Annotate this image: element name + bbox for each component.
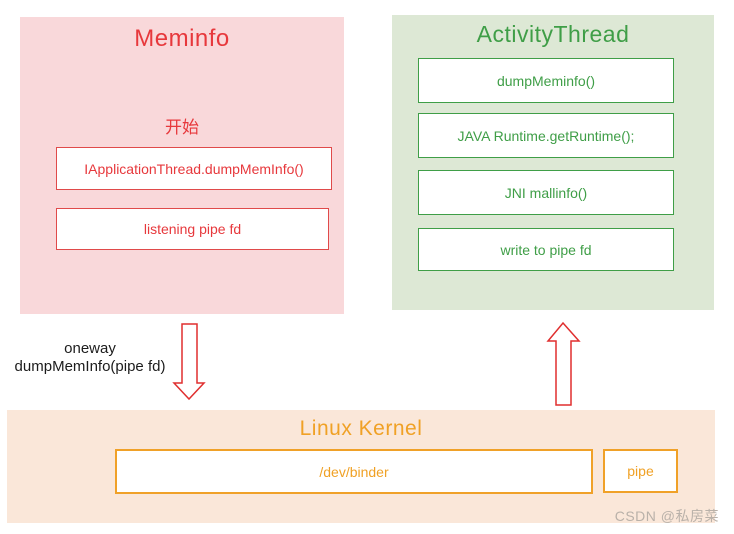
pipe-box: pipe <box>603 449 678 493</box>
activity-step-java-runtime: JAVA Runtime.getRuntime(); <box>418 113 674 158</box>
meminfo-step-listening-pipe-fd: listening pipe fd <box>56 208 329 250</box>
activity-step-jni-mallinfo: JNI mallinfo() <box>418 170 674 215</box>
meminfo-start-label: 开始 <box>165 118 199 137</box>
activity-step-write-to-pipe-fd: write to pipe fd <box>418 228 674 271</box>
meminfo-panel-title: Meminfo <box>134 25 230 52</box>
meminfo-panel: Meminfo 开始 IApplicationThread.dumpMemInf… <box>20 17 344 314</box>
csdn-watermark: CSDN @私房菜 <box>614 508 719 524</box>
dev-binder-box: /dev/binder <box>115 449 593 494</box>
activity-thread-panel-title: ActivityThread <box>476 21 630 47</box>
arrow-up-icon <box>546 321 581 406</box>
activity-thread-panel: ActivityThread dumpMeminfo() JAVA Runtim… <box>392 15 714 310</box>
oneway-label-line2: dumpMemInfo(pipe fd) <box>14 358 166 375</box>
arrow-down-icon <box>172 323 206 401</box>
oneway-label-line1: oneway <box>64 340 116 357</box>
meminfo-step-dumpmeminfo: IApplicationThread.dumpMemInfo() <box>56 147 332 190</box>
activity-step-dumpmeminfo: dumpMeminfo() <box>418 58 674 103</box>
linux-kernel-panel: Linux Kernel /dev/binder pipe <box>7 410 715 523</box>
linux-kernel-panel-title: Linux Kernel <box>299 417 423 440</box>
oneway-dumpmeminfo-label: oneway dumpMemInfo(pipe fd) <box>6 340 174 376</box>
